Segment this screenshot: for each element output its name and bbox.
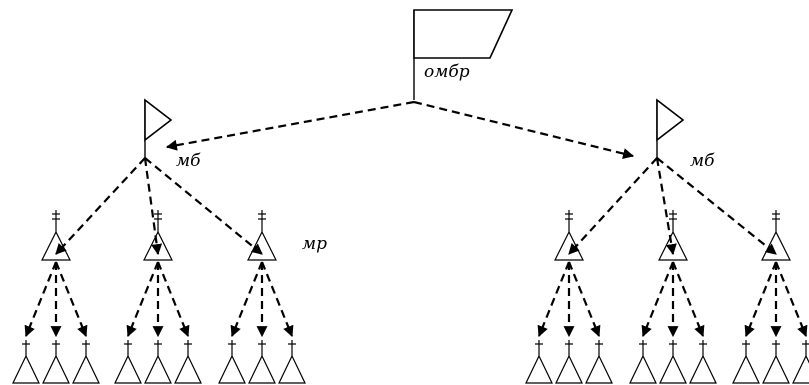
company-2-1-icon [554,210,584,261]
brigade-label: омбр [424,62,470,82]
battalion-label-left: мб [176,151,201,171]
battalion-flag-right-icon [656,98,685,158]
platoon-2-1-1-icon [525,340,553,384]
battalion-label-right: мб [690,151,715,171]
arrow-company-1-2-to-platoon-3 [156,261,190,338]
arrow-company-2-3-to-platoon-1 [744,261,778,338]
platoon-1-1-1-icon [12,340,40,384]
arrow-battalion-2-to-company-2 [655,157,677,256]
company-2-3-icon [761,210,791,261]
arrow-brigade-to-battalion-right [413,100,635,159]
company-symbols [41,210,791,261]
arrow-battalion-2-to-company-1 [568,157,658,255]
platoon-1-1-3-icon [72,340,100,384]
arrow-company-1-3-to-platoon-3 [260,261,294,338]
arrow-company-2-2-to-platoon-1 [641,261,675,338]
company-1-2-icon [143,210,173,261]
arrow-company-1-2-to-platoon-1 [126,261,160,338]
platoon-symbols [12,340,809,384]
platoon-2-1-2-icon [555,340,583,384]
battalion-to-company-arrows [55,157,777,256]
arrow-battalion-2-to-company-3 [656,157,777,255]
arrow-battalion-1-to-company-1 [55,157,146,255]
brigade-flag-icon [413,9,514,100]
arrow-company-2-1-to-platoon-1 [537,261,571,338]
arrow-company-1-3-to-platoon-1 [230,261,264,338]
platoon-1-2-3-icon [174,340,202,384]
platoon-2-1-3-icon [585,340,613,384]
company-1-3-icon [247,210,277,261]
platoon-1-3-2-icon [248,340,276,384]
platoon-2-2-1-icon [629,340,657,384]
platoon-2-3-3-icon [792,340,809,384]
arrow-company-1-1-to-platoon-1 [24,261,58,338]
platoon-1-3-1-icon [218,340,246,384]
battalion-flag-left-icon [144,98,173,158]
platoon-2-2-3-icon [689,340,717,384]
arrow-company-2-3-to-platoon-3 [774,261,808,338]
platoon-2-2-2-icon [659,340,687,384]
company-label: мр [302,234,327,254]
platoon-1-1-2-icon [42,340,70,384]
arrow-battalion-1-to-company-2 [143,157,163,256]
arrow-battalion-1-to-company-3 [144,157,263,255]
arrow-company-2-1-to-platoon-3 [567,261,601,338]
platoon-2-3-2-icon [762,340,790,384]
platoon-1-2-1-icon [114,340,142,384]
company-2-2-icon [658,210,688,261]
arrow-company-2-2-to-platoon-3 [671,261,705,338]
platoon-1-2-2-icon [144,340,172,384]
arrow-company-1-1-to-platoon-3 [54,261,88,338]
company-to-platoon-arrows [24,261,808,338]
company-1-1-icon [41,210,71,261]
arrow-brigade-to-battalion-left [165,100,415,151]
platoon-2-3-1-icon [732,340,760,384]
platoon-1-3-3-icon [278,340,306,384]
